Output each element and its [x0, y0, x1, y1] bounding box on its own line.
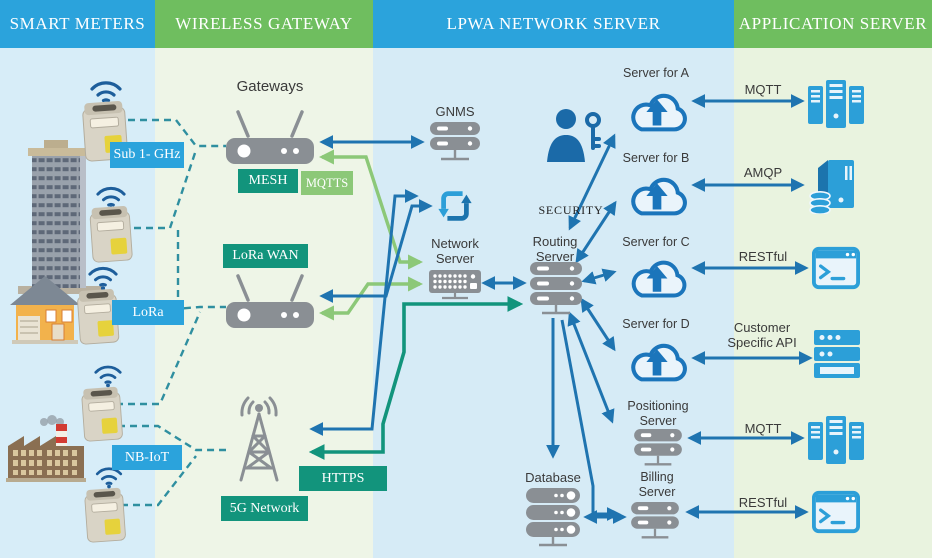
gas-meter-icon: [81, 386, 123, 442]
security-label: SECURITY: [538, 203, 604, 217]
factory-icon: [6, 412, 86, 489]
wifi-icon: [95, 467, 123, 489]
network-server-icon: [429, 270, 481, 300]
arrow-routing-server-d: [580, 297, 616, 352]
server-rack-group-icon: [808, 80, 864, 128]
database-icon: [526, 488, 580, 547]
restful-c-label: RESTful: [738, 249, 788, 264]
nbiot-label: NB-IoT: [112, 445, 182, 470]
dashed-nbiot-meter5: [121, 455, 197, 507]
blue-routes: [309, 94, 813, 524]
wifi-icon: [90, 81, 122, 107]
billing-server-label: Billing Server: [638, 470, 676, 499]
terminal-icon: [812, 490, 860, 534]
gas-meter-icon: [77, 288, 120, 345]
cloud-upload-icon: [631, 177, 687, 216]
wifi-icon: [94, 365, 122, 388]
connector-layer: [112, 94, 813, 524]
server-tower-database-icon: [809, 160, 854, 214]
mqtt-positioning-label: MQTT: [744, 421, 782, 436]
cloud-upload-icon: [631, 343, 687, 382]
server-d-label: Server for D: [622, 317, 690, 331]
billing-server-icon: [631, 502, 679, 539]
mqtt-a-label: MQTT: [744, 82, 782, 97]
cloud-upload-icon: [631, 93, 687, 132]
arrow-routing-positioning: [567, 311, 615, 424]
wifi-router-icon: [226, 274, 314, 328]
gnms-server-icon: [430, 122, 480, 161]
cloud-upload-icon: [631, 260, 687, 298]
gas-meter-icon: [84, 487, 126, 543]
positioning-server-label: Positioning Server: [627, 399, 689, 428]
mesh-label: MESH: [238, 169, 298, 193]
cell-tower-icon: [239, 396, 279, 482]
header-wireless-gateway: WIRELESS GATEWAY: [155, 0, 373, 48]
server-b-label: Server for B: [622, 151, 690, 165]
server-c-label: Server for C: [622, 235, 690, 249]
column-application-server: [734, 48, 932, 558]
https-label: HTTPS: [299, 466, 387, 491]
network-server-label: Network Server: [431, 236, 479, 267]
wifi-router-icon: [226, 110, 314, 164]
dashed-sub1ghz-meter1: [128, 118, 226, 148]
mqtts-label: MQTTS: [301, 171, 353, 195]
server-unit-icon: [814, 330, 860, 378]
house-icon: [4, 272, 86, 349]
restful-billing-label: RESTful: [738, 495, 788, 510]
header-application-server: APPLICATION SERVER: [734, 0, 932, 48]
fiveg-network-label: 5G Network: [221, 496, 308, 521]
gnms-label: GNMS: [435, 104, 475, 119]
positioning-server-icon: [634, 429, 682, 466]
security-icon: [547, 109, 601, 162]
gateways-title: Gateways: [236, 78, 304, 95]
sub1ghz-label: Sub 1- GHz: [110, 142, 184, 168]
arrow-routing-server-b: [575, 200, 617, 264]
dashed-lora-meter4: [116, 311, 202, 406]
dashed-nbiot-meter4: [118, 424, 226, 452]
routing-server-icon: [530, 262, 582, 315]
arrow-routing-server-c: [581, 268, 617, 285]
lorawan-label: LoRa WAN: [223, 244, 308, 268]
terminal-icon: [812, 246, 860, 290]
lora-label: LoRa: [112, 300, 184, 325]
amqp-label: AMQP: [743, 165, 783, 180]
routing-server-label: Routing Server: [532, 234, 578, 265]
custom-api-label: Customer Specific API: [727, 320, 797, 351]
database-label: Database: [525, 470, 581, 485]
wifi-icon: [88, 266, 118, 291]
arrow-tower-gnms: [309, 189, 419, 436]
dashed-sub1ghz-meter2: [134, 149, 198, 230]
gas-meter-icon: [89, 205, 133, 263]
header-smart-meters: SMART METERS: [0, 0, 155, 48]
server-rack-group-icon: [808, 416, 864, 464]
sync-arrows-icon: [438, 191, 472, 221]
server-a-label: Server for A: [623, 66, 689, 80]
header-lpwa-network-server: LPWA NETWORK SERVER: [373, 0, 734, 48]
